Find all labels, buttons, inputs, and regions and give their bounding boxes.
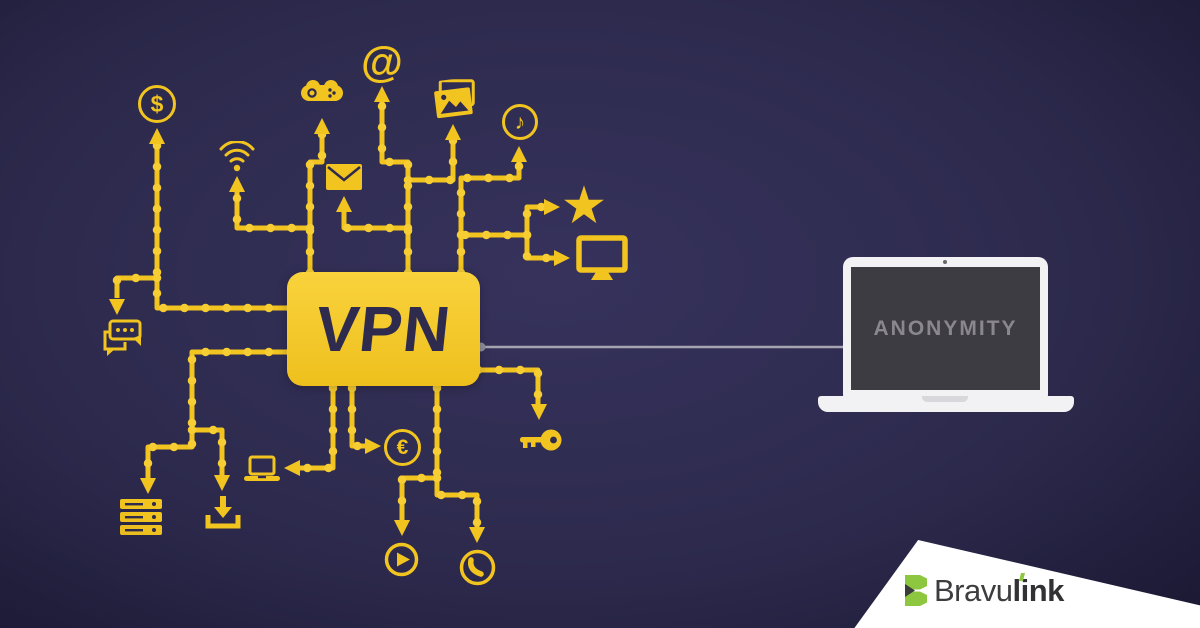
laptop-display: ANONYMITY [851, 267, 1040, 390]
wifi-icon [219, 141, 255, 173]
monitor-icon [576, 235, 628, 281]
chat-icon [101, 319, 145, 357]
laptop-camera-dot [943, 260, 947, 264]
key-icon [517, 426, 563, 454]
dollar-icon: $ [138, 85, 176, 123]
euro-icon: € [384, 429, 421, 466]
vpn-to-laptop-connector [476, 342, 844, 352]
photos-icon [431, 76, 480, 121]
gamepad-icon [299, 76, 345, 108]
star-icon: ★ [563, 179, 605, 231]
at-icon: @ [361, 37, 403, 86]
brand-logo-mark [905, 575, 927, 606]
brand-banner: Bravulink [852, 540, 1200, 628]
server-icon [120, 499, 162, 536]
email-icon [325, 163, 363, 191]
laptop-base [818, 396, 1074, 412]
brand-logo: Bravulink [902, 574, 1064, 607]
vpn-box: VPN [287, 272, 480, 386]
vpn-label: VPN [312, 293, 455, 365]
music-icon: ♪ [502, 104, 538, 140]
brand-name: Bravulink [934, 573, 1064, 608]
play-icon [384, 542, 419, 577]
download-icon [205, 496, 241, 529]
laptop-base-notch [922, 396, 968, 402]
phone-icon [459, 549, 496, 586]
anonymity-label: ANONYMITY [873, 316, 1018, 340]
laptop-icon [242, 455, 282, 483]
